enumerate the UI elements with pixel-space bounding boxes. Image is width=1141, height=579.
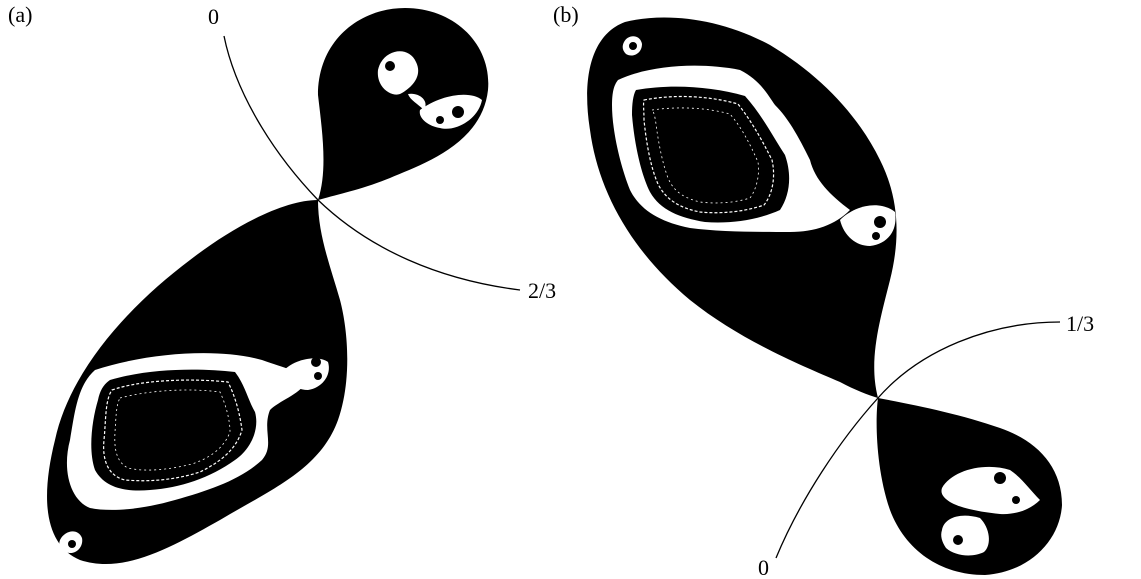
panel-a-upper-bud-2 bbox=[452, 106, 464, 118]
panel-a-wing-bud-2 bbox=[314, 372, 322, 380]
panel-b-lower-bud-3 bbox=[953, 535, 963, 545]
panel-b-wing-bud-2 bbox=[872, 232, 880, 240]
panel-b-tail-bud bbox=[629, 42, 637, 50]
panel-b-label: (b) bbox=[553, 2, 579, 27]
panel-b-ray-start-label: 0 bbox=[758, 555, 769, 579]
panel-a-wing-bud-1 bbox=[311, 357, 321, 367]
panel-a: (a) 0 2/3 bbox=[8, 2, 556, 564]
panel-a-upper-bud-3 bbox=[436, 116, 444, 124]
panel-a-ray-end-label: 2/3 bbox=[528, 278, 556, 303]
panel-a-tail-bud bbox=[68, 540, 76, 548]
panel-a-ray-start-label: 0 bbox=[208, 4, 219, 29]
panel-b-lower-hole-2 bbox=[941, 516, 989, 556]
panel-b-ray-end-label: 1/3 bbox=[1066, 311, 1094, 336]
panel-b: (b) 1/3 0 bbox=[553, 2, 1094, 579]
panel-b-wing-bud-1 bbox=[874, 216, 886, 228]
panel-a-upper-bud-1 bbox=[385, 61, 395, 71]
panel-b-lower-bud-1 bbox=[994, 472, 1006, 484]
panel-a-label: (a) bbox=[8, 2, 32, 27]
panel-b-lower-bud-2 bbox=[1012, 496, 1020, 504]
